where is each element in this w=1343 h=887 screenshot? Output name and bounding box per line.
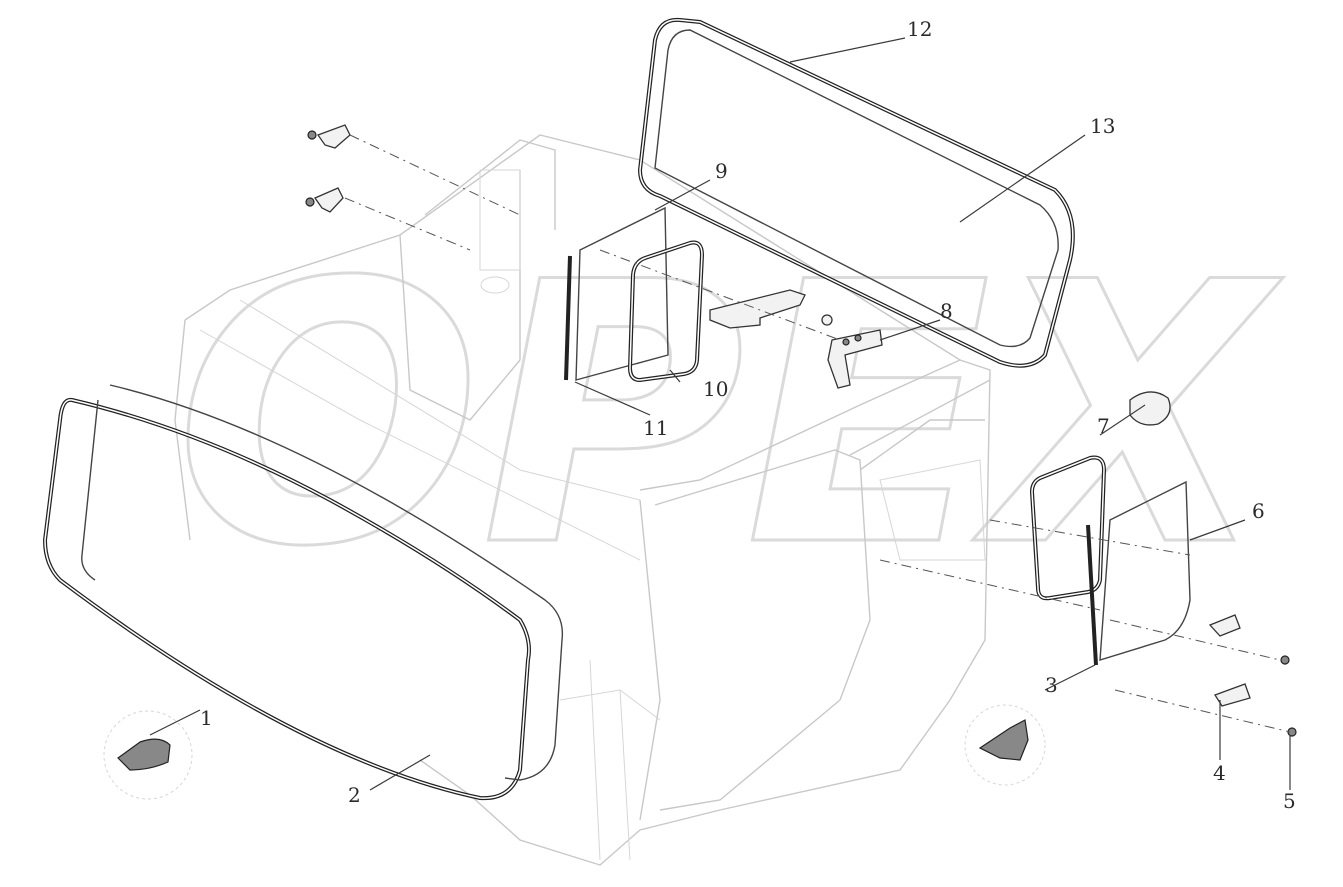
- callout-9: 9: [715, 159, 728, 183]
- upper-fasteners: [305, 124, 351, 213]
- callout-4: 4: [1213, 761, 1226, 785]
- side-window-glass-6: [1099, 480, 1191, 661]
- windshield-glass: [81, 384, 564, 781]
- rear-window-seal: [637, 17, 1075, 368]
- fasteners-4-5: [1208, 614, 1297, 737]
- callout-5: 5: [1283, 789, 1296, 813]
- callout-labels: 1 2 3 4 5 6 7 8 9 10 11 12 13: [200, 17, 1296, 813]
- windshield-seal: [42, 397, 531, 801]
- callout-11: 11: [643, 416, 668, 440]
- alignment-lines: [344, 134, 1291, 733]
- latch-assembly: [709, 289, 883, 389]
- glass-channel-11: [564, 255, 572, 381]
- callout-7: 7: [1097, 414, 1110, 438]
- callout-2: 2: [348, 783, 361, 807]
- watermark: OPEX: [174, 205, 1285, 627]
- callout-8: 8: [940, 299, 953, 323]
- seal-profile-1: [103, 710, 193, 800]
- profile-3-detail: [964, 704, 1046, 786]
- callout-1: 1: [200, 706, 213, 730]
- callout-3: 3: [1045, 673, 1058, 697]
- callout-13: 13: [1090, 114, 1115, 138]
- callout-6: 6: [1252, 499, 1265, 523]
- clip-7-detail: [1129, 391, 1171, 426]
- leader-lines: [149, 37, 1291, 791]
- side-window-seal-7: [1029, 455, 1107, 601]
- channel-3: [1086, 524, 1098, 666]
- callout-10: 10: [703, 377, 728, 401]
- callout-12: 12: [907, 17, 932, 41]
- door-seal-10: [627, 240, 705, 383]
- cab-body: [174, 134, 991, 866]
- door-glass-9: [575, 206, 669, 381]
- watermark-text: OPEX: [175, 206, 1283, 625]
